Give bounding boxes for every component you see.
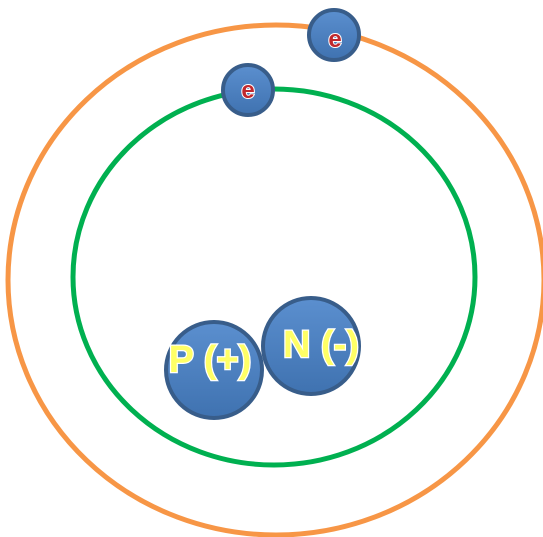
electron-inner: e xyxy=(223,65,273,115)
proton-label: P (+) xyxy=(169,339,252,381)
electron-outer-label: e xyxy=(328,26,341,53)
outer-orbit xyxy=(8,25,543,535)
inner-orbit xyxy=(73,89,475,465)
neutron-label: N (-) xyxy=(283,324,359,366)
neutron: N (-) xyxy=(263,298,359,394)
electron-inner-label: e xyxy=(241,77,254,104)
proton: P (+) xyxy=(166,322,262,418)
electron-outer: e xyxy=(309,10,359,60)
